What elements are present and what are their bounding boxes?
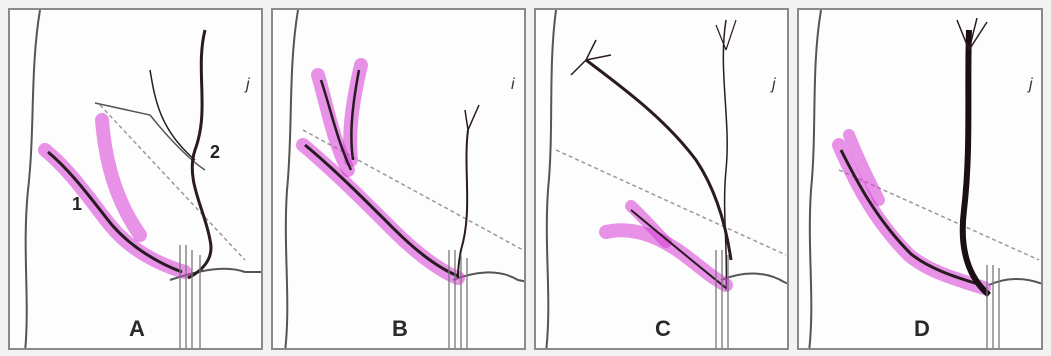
vessel-right-branches	[465, 105, 479, 130]
vessel-trunk	[963, 30, 989, 295]
panel-b-corner-mark: i	[511, 76, 515, 94]
body-contour-left	[285, 10, 298, 350]
panel-c: j C	[534, 8, 789, 350]
body-contour-left	[25, 10, 40, 350]
panel-a: 1 2 j A	[8, 8, 263, 350]
vessel-2	[188, 30, 211, 278]
vessel-number-1: 1	[72, 194, 82, 214]
panel-a-label: A	[122, 316, 152, 342]
panel-c-corner-mark: j	[772, 76, 776, 94]
vessel-upper-branches	[571, 40, 611, 75]
panel-d-label: D	[907, 316, 937, 342]
body-contour-left	[809, 10, 821, 350]
panel-b: i B	[271, 8, 526, 350]
body-contour-lower	[989, 279, 1043, 285]
panel-a-corner-mark: j	[246, 76, 250, 94]
panel-c-label: C	[648, 316, 678, 342]
panel-d-drawing	[799, 10, 1043, 350]
vessel-trunk-branches	[957, 18, 987, 50]
vessel-right	[458, 130, 468, 278]
body-contour-left	[546, 10, 556, 350]
vessel-2-branch	[150, 70, 195, 160]
vessel-right	[723, 20, 727, 290]
panel-a-drawing: 1 2	[10, 10, 263, 350]
vessel-number-2: 2	[210, 142, 220, 162]
panel-d: j D	[797, 8, 1043, 350]
panel-c-drawing	[536, 10, 789, 350]
panel-d-corner-mark: j	[1029, 76, 1033, 94]
parallel-lines	[987, 265, 999, 350]
panel-b-label: B	[385, 316, 415, 342]
panel-b-drawing	[273, 10, 526, 350]
parallel-lines	[180, 245, 200, 350]
